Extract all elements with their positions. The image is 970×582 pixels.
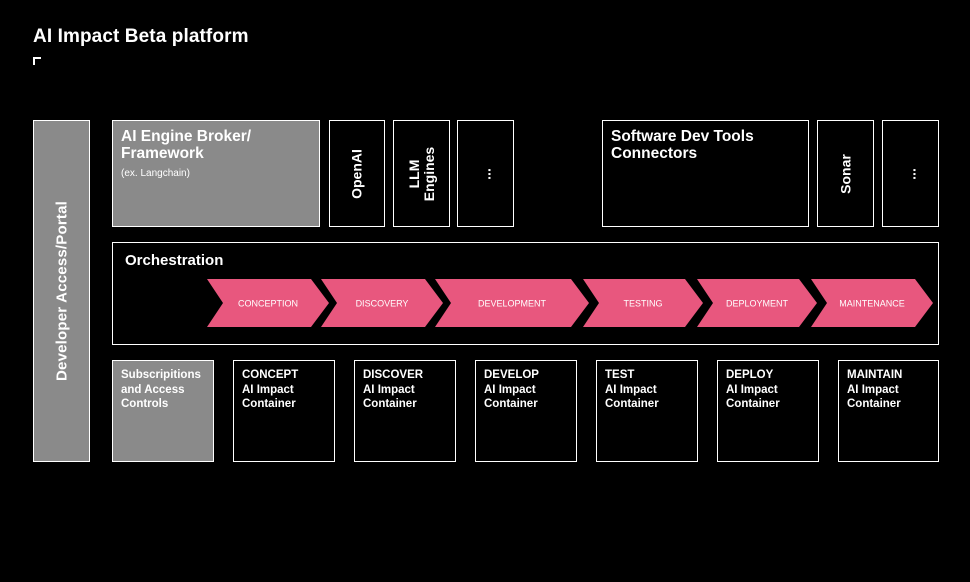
container-label-concept: CONCEPT AI Impact Container [242,368,298,412]
stage-arrow-testing [583,279,703,327]
container-label-discover: DISCOVER AI Impact Container [363,368,423,412]
container-box-deploy: DEPLOY AI Impact Container [717,360,819,462]
developer-portal-box: Developer Access/Portal [33,120,90,462]
container-develop-name: DEVELOP [484,369,539,381]
stage-label-maintenance: MAINTENANCE [839,299,905,309]
container-deploy-line2: AI Impact [726,383,778,396]
page-title: AI Impact Beta platform [33,26,249,47]
subscriptions-label: Subscripitions and Access Controls [121,368,201,412]
stage-arrow-development [435,279,589,327]
engine-broker-title: AI Engine Broker/ Framework [121,128,251,162]
container-box-test: TEST AI Impact Container [596,360,698,462]
corner-mark [33,57,41,65]
engine-broker-title-line2: Framework [121,145,204,162]
stage-arrow-maintenance [811,279,933,327]
subscriptions-line2: and Access [121,383,185,396]
orchestration-box: Orchestration [112,242,939,345]
container-discover-line3: Container [363,398,417,410]
stage-label-deployment: DEPLOYMENT [726,299,789,309]
container-deploy-line3: Container [726,398,780,410]
engine-box-openai: OpenAI [329,120,385,227]
stage-label-development: DEVELOPMENT [478,299,547,309]
engine-box-more: ... [457,120,514,227]
tool-box-sonar: Sonar [817,120,874,227]
container-develop-line2: AI Impact [484,383,536,396]
tool-box-more: ... [882,120,939,227]
subscriptions-line1: Subscripitions [121,369,201,381]
stage-arrow-conception [207,279,329,327]
container-discover-name: DISCOVER [363,369,424,381]
dev-tools-title: Software Dev Tools Connectors [611,128,754,162]
container-box-maintain: MAINTAIN AI Impact Container [838,360,939,462]
dev-tools-title-line1: Software Dev Tools [611,128,754,145]
container-discover-line2: AI Impact [363,383,415,396]
container-label-maintain: MAINTAIN AI Impact Container [847,368,902,412]
dev-tools-title-line2: Connectors [611,145,698,162]
stage-label-conception: CONCEPTION [238,299,298,309]
container-box-develop: DEVELOP AI Impact Container [475,360,577,462]
container-concept-line3: Container [242,398,296,410]
container-label-develop: DEVELOP AI Impact Container [484,368,539,412]
container-concept-name: CONCEPT [242,369,299,381]
container-develop-line3: Container [484,398,538,410]
stage-label-testing: TESTING [623,299,662,309]
engine-broker-title-line1: AI Engine Broker/ [121,128,252,145]
container-test-line2: AI Impact [605,383,657,396]
container-test-line3: Container [605,398,659,410]
engine-broker-subtitle: (ex. Langchain) [121,168,190,179]
stage-arrow-discovery [321,279,443,327]
subscriptions-line3: Controls [121,398,169,410]
container-maintain-line2: AI Impact [847,383,899,396]
stage-arrow-deployment [697,279,817,327]
engine-broker-box: AI Engine Broker/ Framework (ex. Langcha… [112,120,320,227]
dev-tools-box: Software Dev Tools Connectors [602,120,809,227]
container-deploy-name: DEPLOY [726,369,774,381]
container-label-test: TEST AI Impact Container [605,368,659,412]
container-box-concept: CONCEPT AI Impact Container [233,360,335,462]
container-maintain-name: MAINTAIN [847,369,903,381]
container-maintain-line3: Container [847,398,901,410]
container-test-name: TEST [605,369,635,381]
subscriptions-box: Subscripitions and Access Controls [112,360,214,462]
container-box-discover: DISCOVER AI Impact Container [354,360,456,462]
orchestration-title: Orchestration [125,252,224,269]
engine-box-llm: LLM Engines [393,120,450,227]
container-concept-line2: AI Impact [242,383,294,396]
container-label-deploy: DEPLOY AI Impact Container [726,368,780,412]
stage-label-discovery: DISCOVERY [356,299,409,309]
